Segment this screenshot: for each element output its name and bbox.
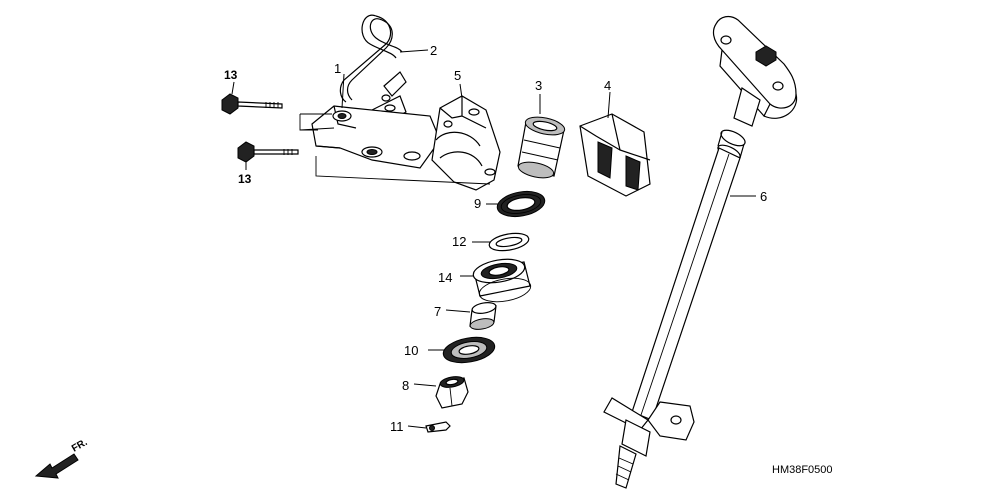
callout-13-upper: 13 xyxy=(224,68,238,82)
leader-lines xyxy=(231,49,756,429)
assembly-bracket-lines xyxy=(299,113,491,185)
upper-holder-part-5[interactable] xyxy=(431,95,501,191)
oil-seal-part-9[interactable] xyxy=(495,188,546,220)
steering-shaft-part-6[interactable] xyxy=(603,15,798,489)
bushing-part-3[interactable] xyxy=(517,114,566,181)
callout-11: 11 xyxy=(390,419,404,434)
lower-holder-part-1[interactable] xyxy=(311,105,441,169)
callout-5: 5 xyxy=(454,68,461,83)
callout-12: 12 xyxy=(452,234,466,249)
collar-part-7[interactable] xyxy=(469,301,497,331)
callout-10: 10 xyxy=(404,343,418,358)
seal-part-10[interactable] xyxy=(441,334,496,367)
callout-4: 4 xyxy=(604,78,611,93)
callout-8: 8 xyxy=(402,378,409,393)
callout-6: 6 xyxy=(760,189,767,204)
callout-9: 9 xyxy=(474,196,481,211)
callout-13-lower: 13 xyxy=(238,172,252,186)
callout-14: 14 xyxy=(438,270,452,285)
nut-part-8[interactable] xyxy=(435,375,469,409)
diagram-code: HM38F0500 xyxy=(772,464,833,476)
bolt-part-13-upper[interactable] xyxy=(221,93,283,115)
direction-marker-label: FR. xyxy=(70,437,90,455)
front-direction-arrow-icon xyxy=(34,453,79,479)
callout-2: 2 xyxy=(430,43,437,58)
cotter-pin-part-11[interactable] xyxy=(425,421,451,433)
bearing-part-14[interactable] xyxy=(471,256,532,306)
bolt-part-13-lower[interactable] xyxy=(237,141,299,163)
callout-7: 7 xyxy=(434,304,441,319)
washer-part-12[interactable] xyxy=(488,231,530,254)
callout-1: 1 xyxy=(334,61,341,76)
holder-part-4[interactable] xyxy=(579,113,651,197)
callout-3: 3 xyxy=(535,78,542,93)
